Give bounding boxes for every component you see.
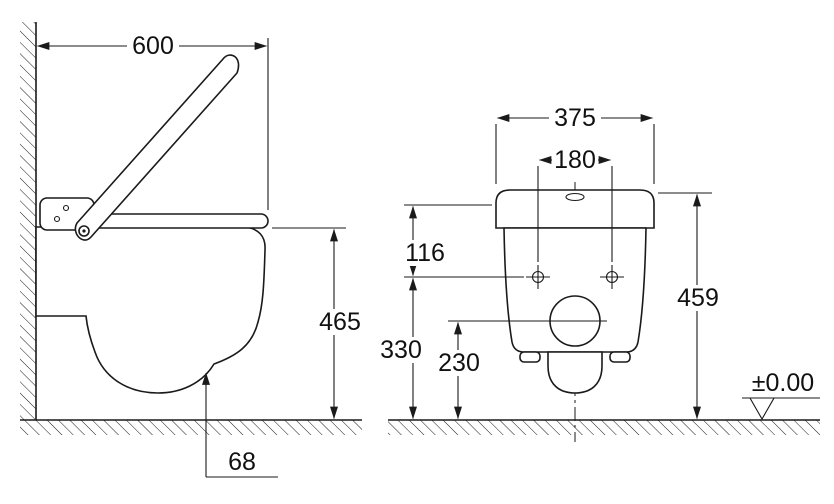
dim-label-375: 375 bbox=[554, 104, 596, 132]
fixing-hole-left bbox=[526, 265, 550, 289]
lid-hinge-pin bbox=[82, 229, 86, 233]
dim-label-level: ±0.00 bbox=[752, 369, 814, 397]
toilet-lid-front bbox=[495, 189, 655, 229]
label-bg bbox=[314, 309, 366, 335]
foot-left bbox=[519, 351, 541, 363]
fixing-hole-right bbox=[600, 265, 624, 289]
dimension-330: 330 bbox=[380, 276, 524, 420]
dimension-375: 375 bbox=[495, 104, 655, 184]
toilet-body-front bbox=[503, 227, 647, 353]
label-bg bbox=[677, 285, 719, 311]
dimension-600: 600 bbox=[36, 32, 269, 210]
label-bg bbox=[404, 240, 446, 266]
wall-hatching bbox=[20, 22, 36, 420]
label-bg bbox=[380, 337, 422, 363]
dim-label-230: 230 bbox=[438, 349, 480, 377]
unit-detail-dot bbox=[62, 204, 70, 212]
toilet-seat-side bbox=[83, 213, 269, 229]
foot-right bbox=[609, 351, 631, 363]
dimension-230: 230 bbox=[438, 320, 607, 420]
floor-hatching-left bbox=[20, 420, 362, 435]
toilet-body-side bbox=[35, 226, 266, 394]
floor-hatching-right bbox=[388, 420, 820, 435]
outlet bbox=[547, 351, 603, 394]
dimension-116: 116 bbox=[404, 204, 492, 277]
level-triangle-icon bbox=[749, 397, 775, 421]
label-bg bbox=[438, 350, 480, 376]
dimension-68: 68 bbox=[202, 372, 278, 478]
dimension-465: 465 bbox=[272, 227, 366, 420]
unit-detail-dot bbox=[53, 215, 61, 223]
toilet-lid-raised bbox=[74, 54, 240, 241]
front-view bbox=[388, 182, 820, 442]
dimension-180: 180 bbox=[537, 146, 613, 262]
label-bg bbox=[127, 33, 179, 59]
dim-label-116: 116 bbox=[405, 239, 445, 267]
dim-label-68: 68 bbox=[228, 448, 256, 476]
dim-label-180: 180 bbox=[554, 146, 596, 174]
dim-label-600: 600 bbox=[132, 32, 174, 60]
label-bg bbox=[549, 105, 601, 131]
label-bg bbox=[552, 147, 598, 173]
dim-label-330: 330 bbox=[380, 336, 422, 364]
dim-label-465: 465 bbox=[319, 308, 361, 336]
side-view bbox=[20, 22, 362, 435]
dimension-459: 459 bbox=[658, 192, 719, 420]
dim-label-459: 459 bbox=[677, 284, 719, 312]
lid-button bbox=[565, 192, 585, 202]
level-marker: ±0.00 bbox=[742, 369, 820, 421]
